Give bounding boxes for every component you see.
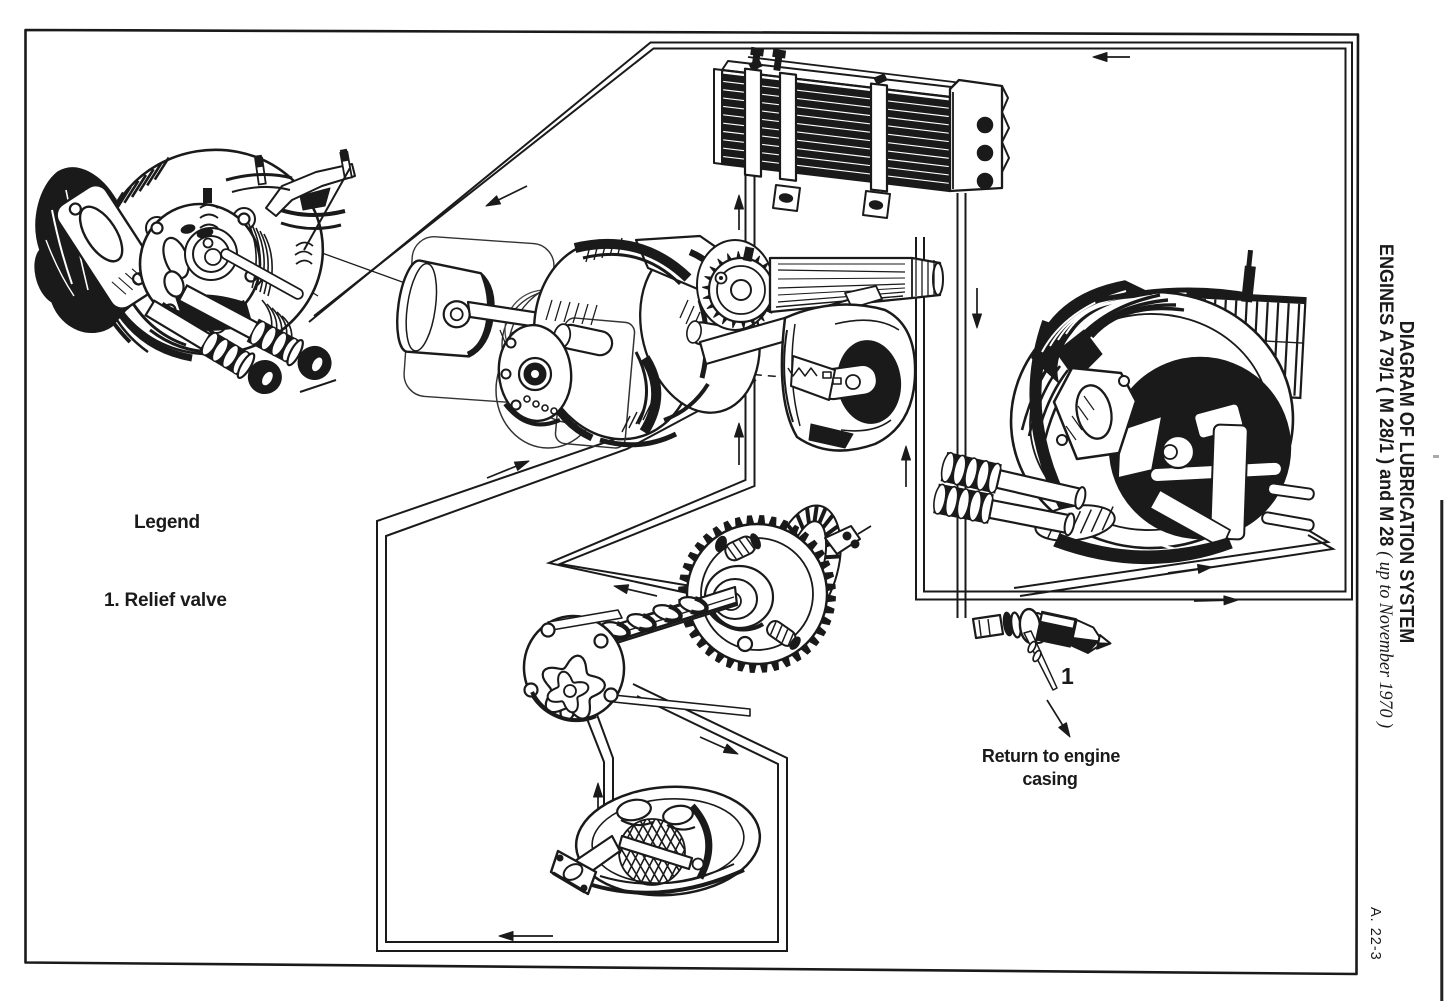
svg-text:A. 22-3: A. 22-3 — [1367, 907, 1383, 961]
svg-text:DIAGRAM OF LUBRICATION SYSTEM: DIAGRAM OF LUBRICATION SYSTEM — [1395, 321, 1417, 643]
svg-text:Legend: Legend — [134, 512, 200, 533]
svg-text:casing: casing — [1022, 769, 1077, 789]
svg-text:ENGINES A 79/1 ( M 28/1 ) an: ENGINES A 79/1 ( M 28/1 ) and M 28 ( up … — [1375, 244, 1398, 728]
svg-text:1: 1 — [1061, 663, 1074, 689]
svg-text:1. Relief valve: 1. Relief valve — [104, 590, 227, 611]
svg-text:Return to engine: Return to engine — [982, 746, 1120, 766]
